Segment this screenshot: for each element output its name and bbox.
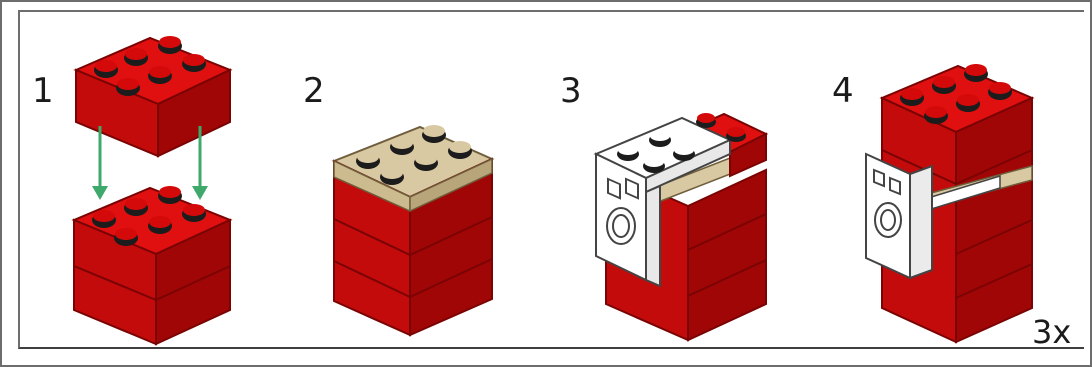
step-number-1: 1	[32, 74, 54, 108]
step-4-illustration	[860, 58, 1040, 348]
step-1-illustration	[70, 30, 240, 350]
step-number-3: 3	[560, 74, 582, 108]
step-number-2: 2	[303, 74, 325, 108]
bottom-red-bricks	[74, 186, 230, 344]
step-3-illustration	[588, 100, 773, 345]
step-2-illustration	[330, 115, 500, 340]
step-number-4: 4	[832, 74, 854, 108]
